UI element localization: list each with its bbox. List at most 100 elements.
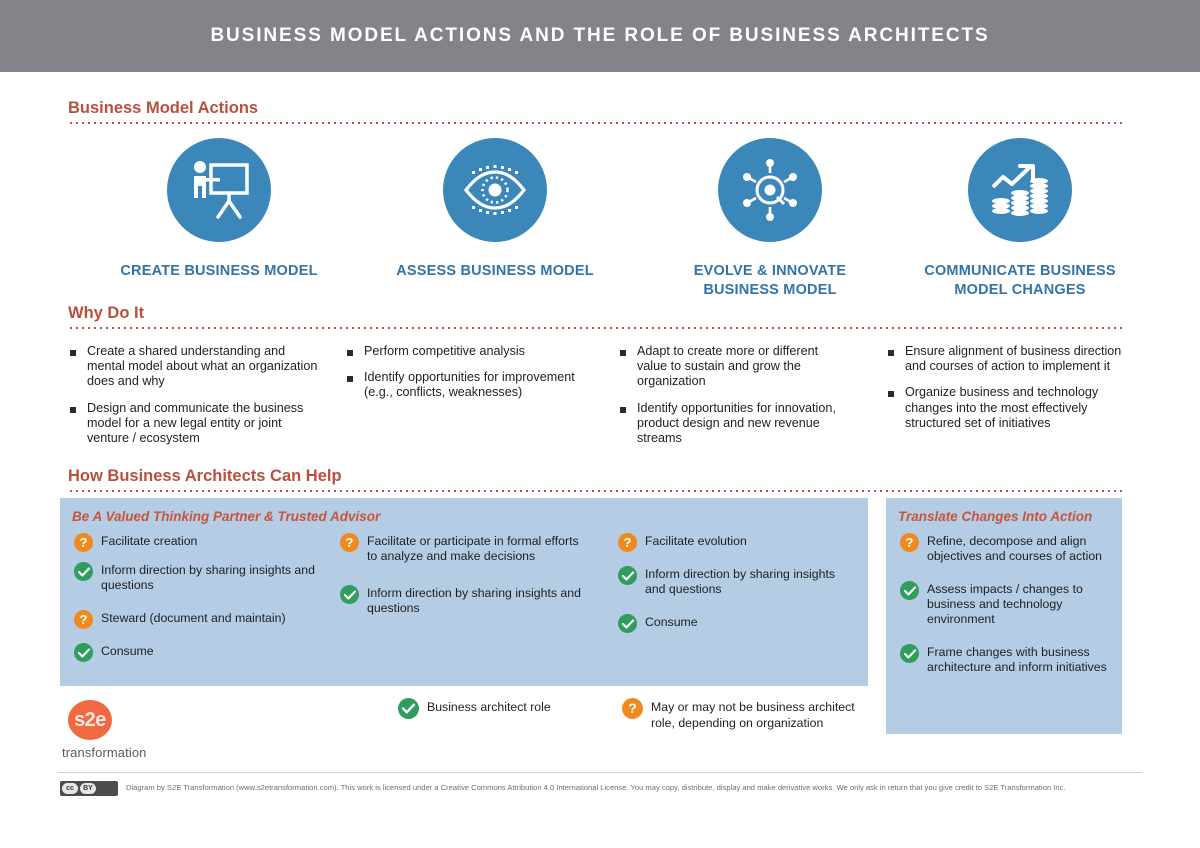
role-text: Consume [101, 644, 154, 658]
creative-commons-by-icon: cc BY [60, 781, 118, 796]
role-text: Refine, decompose and align objectives a… [927, 534, 1102, 563]
s2e-logo-mark: s2e [68, 700, 112, 740]
list-item: Assess impacts / changes to business and… [900, 581, 1108, 627]
list-item: Consume [618, 614, 858, 633]
role-text: Facilitate or participate in formal effo… [367, 534, 579, 563]
panel-title: Translate Changes Into Action [898, 509, 1093, 524]
panel-valued-thinking-partner: Be A Valued Thinking Partner & Trusted A… [60, 498, 868, 686]
question-badge-icon: ? [340, 533, 359, 552]
cc-icon-right: BY [80, 783, 96, 794]
section-header-business-model-actions: Business Model Actions [68, 98, 1128, 118]
question-badge-icon: ? [618, 533, 637, 552]
section-label: Business Model Actions [68, 99, 259, 117]
check-badge-icon [618, 566, 637, 585]
check-badge-icon [900, 581, 919, 600]
list-item: ? Refine, decompose and align objectives… [900, 533, 1108, 564]
check-badge-icon [74, 562, 93, 581]
footer-divider [58, 772, 1142, 773]
list-item: Perform competitive analysis [347, 344, 577, 359]
cc-icon-left: cc [62, 783, 78, 794]
role-text: Inform direction by sharing insights and… [367, 586, 581, 615]
eye-icon [443, 138, 547, 242]
legend-text: Business architect role [427, 700, 551, 714]
action-card-communicate: COMMUNICATE BUSINESS MODEL CHANGES [900, 138, 1140, 300]
action-card-assess: ASSESS BUSINESS MODEL [390, 138, 600, 281]
list-item: Inform direction by sharing insights and… [74, 562, 334, 593]
role-text: Facilitate creation [101, 534, 198, 548]
bullet-text: Perform competitive analysis [364, 344, 525, 358]
help-column-assess: ? Facilitate or participate in formal ef… [340, 533, 588, 616]
list-item: Create a shared understanding and mental… [70, 344, 320, 390]
bullet-text: Identify opportunities for innovation, p… [637, 400, 836, 446]
legend-business-architect-role: Business architect role [398, 698, 578, 719]
why-column-create: Create a shared understanding and mental… [70, 344, 320, 446]
legend-item: Business architect role [398, 698, 578, 719]
action-label: ASSESS BUSINESS MODEL [396, 263, 594, 279]
list-item: ? Facilitate evolution [618, 533, 858, 552]
license-text: Diagram by S2E Transformation (www.s2etr… [126, 783, 1066, 792]
role-text: Consume [645, 615, 698, 629]
section-header-how-help: How Business Architects Can Help [68, 466, 342, 486]
presenter-easel-icon [167, 138, 271, 242]
role-text: Facilitate evolution [645, 534, 747, 548]
logo-wordmark: transformation [62, 745, 147, 760]
bullet-text: Organize business and technology changes… [905, 385, 1099, 430]
role-text: Inform direction by sharing insights and… [645, 567, 836, 596]
list-item: Identify opportunities for improvement (… [347, 370, 577, 400]
bullet-text: Ensure alignment of business direction a… [905, 344, 1122, 374]
question-badge-icon: ? [74, 533, 93, 552]
bullet-text: Identify opportunities for improvement (… [364, 370, 575, 400]
legend-item: ? May or may not be business architect r… [622, 698, 872, 731]
bullet-text: Design and communicate the business mode… [87, 400, 304, 446]
bullet-text: Adapt to create more or different value … [637, 344, 819, 389]
list-item: Identify opportunities for innovation, p… [620, 401, 850, 447]
list-item: Ensure alignment of business direction a… [888, 344, 1122, 374]
legend-text: May or may not be business architect rol… [651, 700, 855, 730]
logo-mark-text: s2e [74, 709, 106, 731]
list-item: Inform direction by sharing insights and… [340, 585, 588, 616]
question-badge-icon: ? [74, 610, 93, 629]
list-item: ? Steward (document and maintain) [74, 610, 334, 629]
bullet-text: Create a shared understanding and mental… [87, 344, 318, 389]
panel-title: Be A Valued Thinking Partner & Trusted A… [72, 509, 381, 524]
action-label: EVOLVE & INNOVATE BUSINESS MODEL [693, 263, 847, 298]
role-text: Inform direction by sharing insights and… [101, 563, 315, 592]
section-divider-help [68, 490, 1123, 492]
action-card-create: CREATE BUSINESS MODEL [114, 138, 324, 281]
business-model-actions-row: CREATE BUSINESS MODEL [60, 138, 1140, 298]
page-header: BUSINESS MODEL ACTIONS AND THE ROLE OF B… [0, 0, 1200, 72]
action-label: CREATE BUSINESS MODEL [120, 263, 318, 279]
section-divider-why [68, 327, 1123, 329]
role-text: Assess impacts / changes to business and… [927, 582, 1083, 626]
action-label: COMMUNICATE BUSINESS MODEL CHANGES [924, 263, 1116, 298]
check-badge-icon [74, 643, 93, 662]
section-divider-actions [68, 122, 1123, 124]
help-column-create: ? Facilitate creation Inform direction b… [74, 533, 334, 662]
list-item: Consume [74, 643, 334, 662]
section-label: Why Do It [68, 304, 145, 322]
translate-items: ? Refine, decompose and align objectives… [900, 533, 1108, 675]
why-column-assess: Perform competitive analysis Identify op… [347, 344, 577, 401]
help-column-evolve: ? Facilitate evolution Inform direction … [618, 533, 858, 633]
role-text: Steward (document and maintain) [101, 611, 286, 625]
list-item: Inform direction by sharing insights and… [618, 566, 858, 597]
section-header-why-do-it: Why Do It [68, 303, 144, 323]
s2e-logo: s2e transformation [62, 700, 192, 760]
check-badge-icon [618, 614, 637, 633]
why-column-communicate: Ensure alignment of business direction a… [888, 344, 1122, 431]
role-text: Frame changes with business architecture… [927, 645, 1107, 674]
list-item: Organize business and technology changes… [888, 385, 1122, 431]
list-item: Adapt to create more or different value … [620, 344, 850, 390]
network-hub-icon [718, 138, 822, 242]
list-item: ? Facilitate creation [74, 533, 334, 552]
list-item: Design and communicate the business mode… [70, 401, 320, 447]
growth-arrow-coins-icon [968, 138, 1072, 242]
check-badge-icon [340, 585, 359, 604]
check-badge-icon [900, 644, 919, 663]
question-badge-icon: ? [900, 533, 919, 552]
action-card-evolve: EVOLVE & INNOVATE BUSINESS MODEL [660, 138, 880, 300]
page-title: BUSINESS MODEL ACTIONS AND THE ROLE OF B… [210, 25, 990, 46]
check-badge-icon [398, 698, 419, 719]
question-badge-icon: ? [622, 698, 643, 719]
